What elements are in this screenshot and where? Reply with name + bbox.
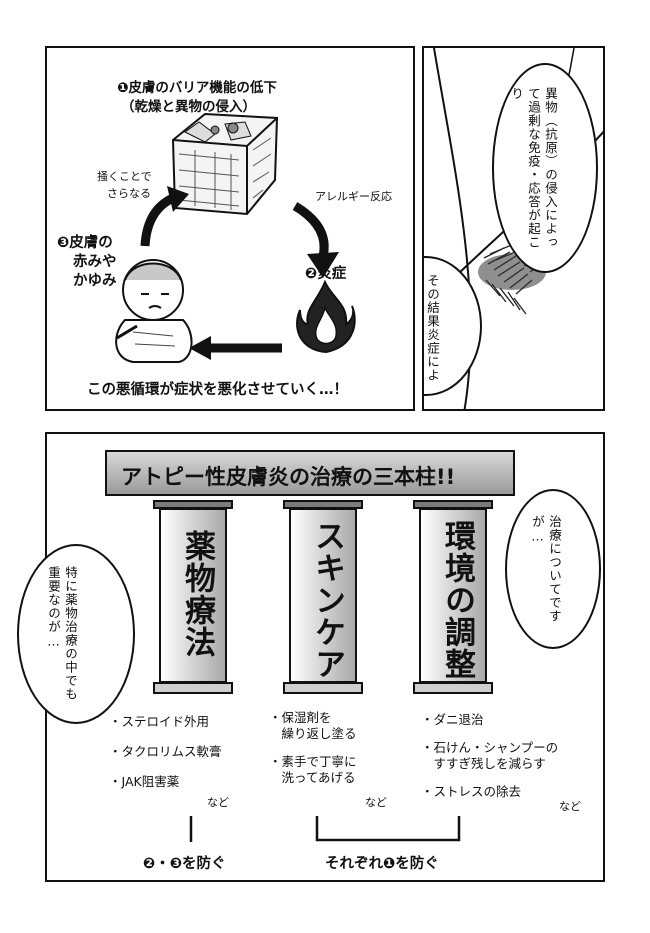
step2-text: 炎症: [317, 266, 347, 282]
cycle-caption: この悪循環が症状を悪化させていく…！: [87, 382, 348, 398]
step1-line1: 皮膚のバリア機能の低下: [128, 80, 277, 96]
child-scratching-illustration: [115, 259, 193, 363]
pillar-drug-therapy: 薬物療法: [159, 508, 227, 683]
col2-item: ・保湿剤を: [269, 710, 332, 725]
pillar-base: [413, 682, 493, 694]
col1-item: ・ステロイド外用: [109, 714, 210, 729]
step2-number: ❷: [305, 266, 318, 282]
pillar-drug-therapy-label: 薬物療法: [179, 530, 215, 658]
step3-number: ❸: [57, 235, 70, 251]
bubble-treatment-text: 治療についてですが…: [530, 515, 562, 623]
scratch-note-line2: さらなる: [107, 187, 151, 200]
step3-line2: 赤みや: [73, 254, 117, 270]
col3-item: すすぎ残しを減らす: [421, 756, 546, 771]
col1-item: ・JAK阻害薬: [109, 774, 180, 789]
etc-label: など: [207, 796, 229, 809]
pillar-skin-care-label: スキンケア: [309, 520, 345, 680]
col2-item: ・素手で丁寧に: [269, 754, 357, 769]
bracket-lines: [189, 816, 461, 842]
bubble-important-text: 特に薬物治療の中でも重要なのが…: [46, 566, 78, 701]
step3-line1: ❸皮膚の: [57, 231, 113, 252]
pillar-environment: 環境の調整: [419, 508, 487, 683]
col2-item: 洗ってあげる: [269, 770, 356, 785]
bubble-inflammation-text: その結果炎症による赤み・かゆみが出現する: [425, 274, 440, 382]
speech-bubble-immune-response: 異物（抗原）の侵入によって過剰な免疫・応答が起こり: [492, 63, 598, 273]
etc-label: など: [365, 796, 387, 809]
step1-number: ❶: [117, 80, 129, 96]
bubble-immune-text: 異物（抗原）の侵入によって過剰な免疫・応答が起こり: [509, 87, 558, 249]
pillar-base: [153, 682, 233, 694]
flame-illustration: [296, 280, 356, 354]
scratch-note-line1: 掻くことで: [97, 170, 152, 183]
panel-vicious-cycle: ❶皮膚のバリア機能の低下 （乾燥と異物の侵入） 掻くことで さらなる アレルギー…: [45, 46, 415, 411]
prevent-left-label: ❷・❸を防ぐ: [143, 856, 226, 872]
speech-bubble-important: 特に薬物治療の中でも重要なのが…: [17, 544, 135, 724]
col2-item: 繰り返し塗る: [269, 726, 357, 741]
panel-treatment-pillars: アトピー性皮膚炎の治療の三本柱!! 薬物療法 スキンケア 環境の調整 特に薬物治…: [17, 432, 605, 882]
pillar-base: [283, 682, 363, 694]
pillar-environment-label: 環境の調整: [439, 520, 475, 680]
step3-line3: かゆみ: [73, 273, 117, 289]
allergy-note: アレルギー反応: [315, 190, 392, 203]
skin-barrier-illustration: [171, 112, 279, 216]
pillar-skin-care: スキンケア: [289, 508, 357, 683]
step2-label: ❷炎症: [305, 262, 346, 283]
col3-item: ・ダニ退治: [421, 712, 484, 727]
step3-text: 皮膚の: [69, 235, 113, 251]
col1-item: ・タクロリムス軟膏: [109, 744, 222, 759]
col3-item: ・石けん・シャンプーの: [421, 740, 559, 755]
panel-armpit: 異物（抗原）の侵入によって過剰な免疫・応答が起こり その結果炎症による赤み・かゆ…: [422, 46, 605, 411]
cycle-arrows: [140, 186, 339, 360]
step1-heading: ❶皮膚のバリア機能の低下: [117, 76, 277, 96]
banner-title-box: アトピー性皮膚炎の治療の三本柱!!: [105, 450, 515, 496]
speech-bubble-treatment: 治療についてですが…: [505, 489, 601, 649]
prevent-right-label: それぞれ❶を防ぐ: [325, 856, 439, 872]
etc-label: など: [559, 800, 581, 813]
col3-item: ・ストレスの除去: [421, 784, 522, 799]
banner-title: アトピー性皮膚炎の治療の三本柱!!: [121, 465, 456, 489]
step1-subheading: （乾燥と異物の侵入）: [121, 99, 256, 115]
